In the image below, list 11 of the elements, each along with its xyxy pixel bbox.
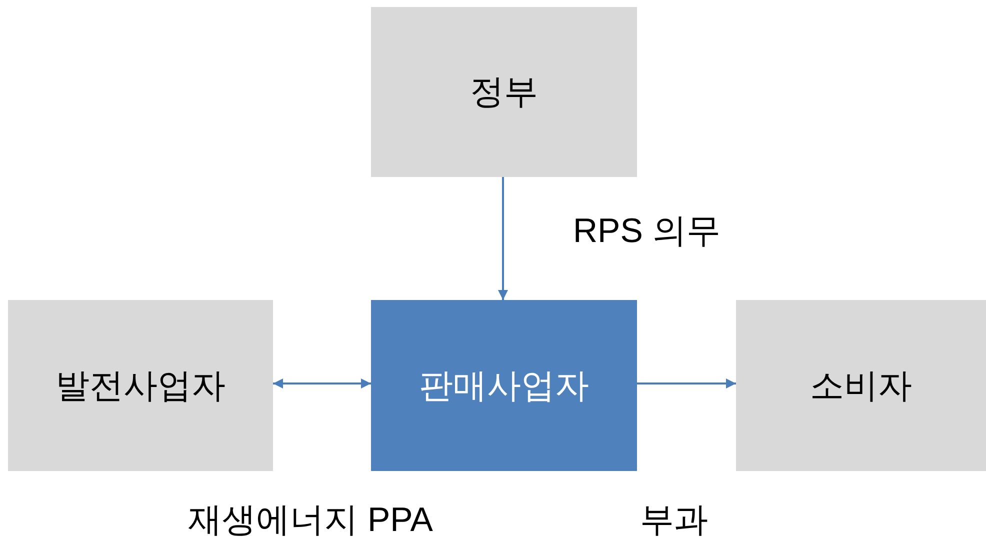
entity-box <box>371 7 637 177</box>
entity-box <box>8 300 273 471</box>
box-label: 정부 <box>470 72 538 113</box>
arrow <box>637 378 736 388</box>
arrow <box>498 177 508 300</box>
entity-box <box>736 300 986 471</box>
box-label: 판매사업자 <box>419 366 589 406</box>
highlighted-box <box>371 300 637 471</box>
box-label: 소비자 <box>810 366 912 406</box>
arrow <box>273 378 371 388</box>
box-label: 발전사업자 <box>56 366 226 406</box>
